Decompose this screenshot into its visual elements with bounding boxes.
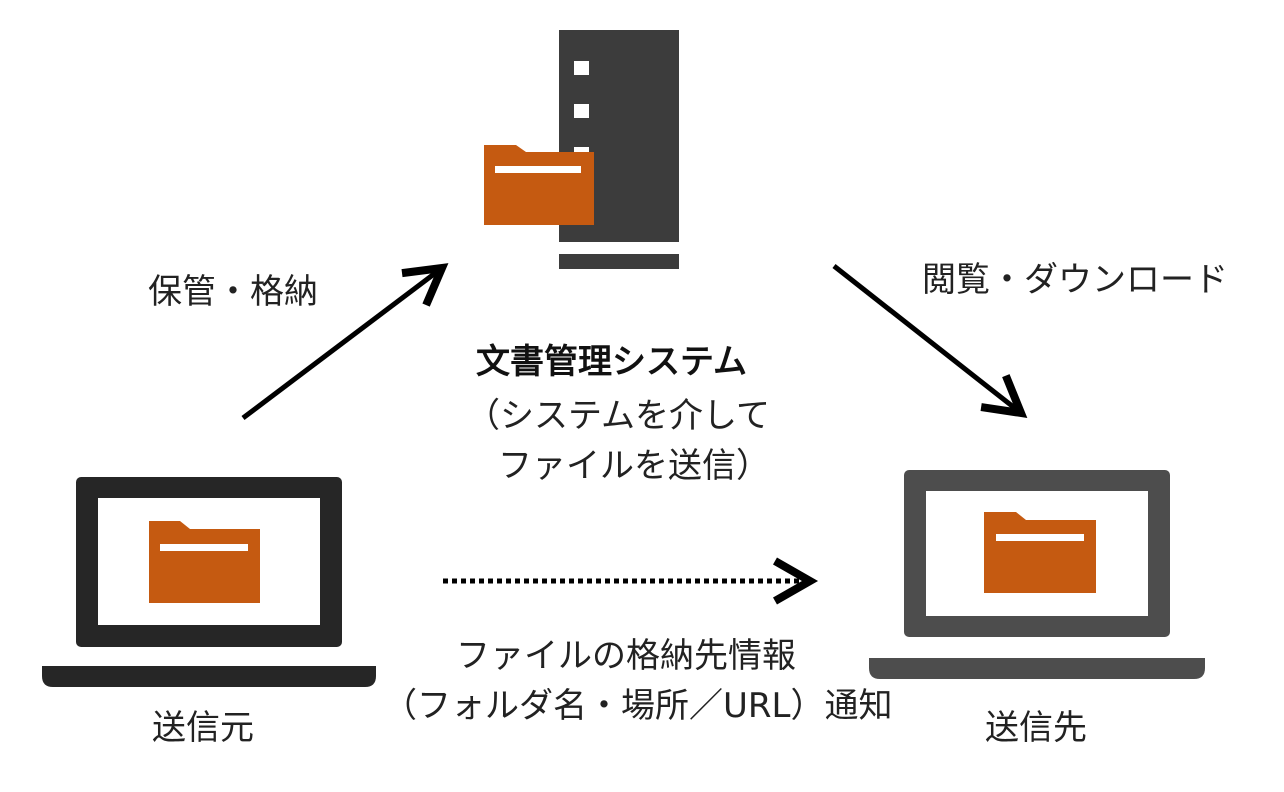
- system-title: 文書管理システム: [476, 342, 747, 382]
- folder-icon: [149, 521, 260, 603]
- notify-label-line1: ファイルの格納先情報: [456, 636, 796, 676]
- receiver-label: 送信先: [985, 708, 1087, 748]
- notify-label-line2: （フォルダ名・場所／URL）通知: [383, 686, 893, 726]
- download-arrow: [832, 264, 1028, 418]
- system-subtitle-line1: （システムを介して: [466, 396, 770, 436]
- server-icon: [559, 30, 679, 269]
- system-subtitle-line2: ファイルを送信）: [498, 446, 770, 486]
- store-arrow: [241, 263, 449, 420]
- folder-icon: [984, 512, 1096, 593]
- folder-icon: [484, 145, 594, 225]
- store-label: 保管・格納: [148, 272, 318, 312]
- sender-label: 送信元: [152, 708, 254, 748]
- view-download-label: 閲覧・ダウンロード: [922, 260, 1228, 300]
